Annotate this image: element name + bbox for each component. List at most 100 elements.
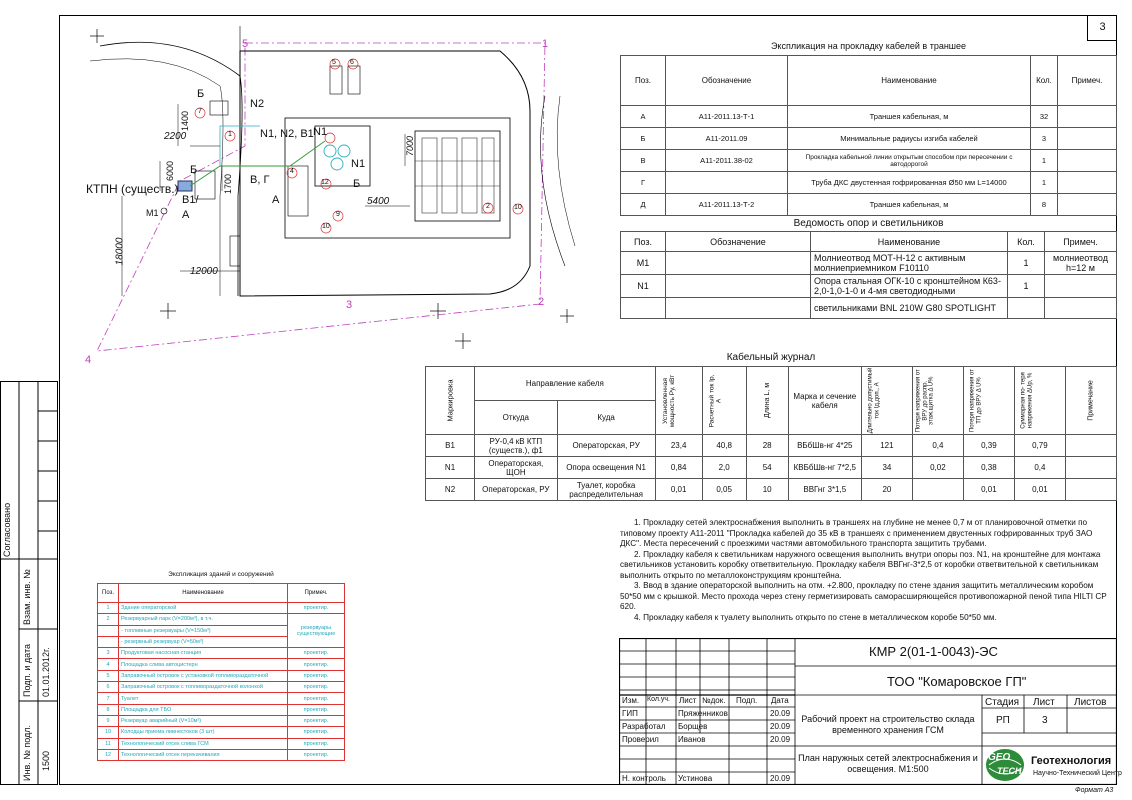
sheet-border [59, 15, 1117, 785]
supports-table: Поз. Обозначение Наименование Кол. Приме… [620, 231, 1117, 319]
company-name: ТОО "Комаровское ГП" [887, 674, 1027, 689]
label-a2: A [272, 194, 280, 206]
trench-table: Поз. Обозначение Наименование Кол. Приме… [620, 55, 1117, 216]
marker-4: 4 [290, 168, 294, 175]
name-dev: Борщев [678, 722, 708, 731]
col-doc: №док. [702, 696, 726, 705]
label-d: Б [190, 164, 198, 176]
date-nk: 20.09 [770, 774, 791, 783]
sheet-value: 3 [1042, 715, 1048, 726]
label-b-small: Б [353, 178, 361, 190]
point-5: 5 [242, 38, 249, 50]
site-plan [89, 26, 576, 352]
sign-date-label: Подп. и дата [22, 643, 32, 697]
th-name: Наименование [787, 55, 1031, 106]
globe-icon [986, 749, 1024, 781]
label-n1n2b1: N1, N2, B1 [260, 128, 314, 140]
note-4: 4. Прокладку кабеля к туалету выполнить … [634, 612, 997, 622]
col-izm: Изм. [622, 696, 640, 705]
note-2: 2. Прокладку кабеля к светильникам наруж… [620, 549, 1101, 580]
geotech-logo: GEO TECH [985, 748, 1025, 782]
sheets-header: Листов [1074, 697, 1107, 708]
point-3: 3 [346, 299, 353, 311]
name-nk: Устинова [678, 774, 713, 783]
dim-1400: 1400 [180, 110, 191, 132]
marker-7: 7 [198, 108, 202, 115]
stage-value: РП [996, 715, 1010, 726]
title-block: КМР 2(01-1-0043)-ЭС ТОО "Комаровское ГП"… [619, 638, 1122, 785]
sheet-title: План наружных сетей электроснабжения и о… [798, 753, 978, 774]
logo-geo: GEO [988, 752, 1011, 763]
label-vg: В, Г [250, 174, 270, 186]
th-qty: Кол. [1030, 55, 1058, 106]
marker-10: 10 [322, 223, 330, 230]
sheet-number-box: 3 [1087, 15, 1117, 41]
marker-2: 2 [486, 203, 490, 210]
marker-6: 6 [350, 59, 354, 66]
label-m1: M1 [146, 208, 159, 218]
trench-table-title: Экспликация на прокладку кабелей в транш… [770, 41, 967, 51]
buildings-table-title: Экспликация зданий и сооружений [168, 571, 274, 578]
label-b-top: Б [197, 88, 205, 100]
marker-5: 5 [332, 59, 336, 66]
cable-journal-table: Маркировка Направление кабеля Установлен… [424, 366, 1118, 501]
org-name: Геотехнология [1031, 755, 1112, 767]
col-date: Дата [771, 696, 789, 705]
label-ktpn: КТПН (существ.) [86, 182, 179, 196]
inv-orig-value: 1500 [41, 750, 51, 771]
col-kol: Кол.уч. [647, 696, 670, 703]
role-gip: ГИП [622, 709, 638, 718]
note-3: 3. Ввод в здание операторской выполнить … [620, 581, 1107, 611]
dim-7000: 7000 [405, 135, 416, 157]
plan-labels: N2 Б 1400 2200 N1, N2, B1 N1 6000 Б 1700… [60, 16, 620, 366]
dim-12000: 12000 [190, 266, 218, 277]
role-nk: Н. контроль [622, 774, 666, 783]
dim-1700: 1700 [223, 173, 234, 195]
label-n2: N2 [250, 98, 265, 110]
marker-9: 9 [336, 211, 340, 218]
inv-repl-label: Взам. инв. № [22, 569, 32, 625]
table-row: светильниками BNL 210W G80 SPOTLIGHT [620, 297, 1117, 319]
marker-1: 1 [228, 131, 232, 138]
dim-18000: 18000 [114, 237, 126, 266]
note-1: 1. Прокладку сетей электроснабжения выпо… [620, 518, 1093, 548]
supports-table-title: Ведомость опор и светильников [793, 218, 944, 229]
label-n1: N1 [313, 126, 328, 138]
dim-6000: 6000 [165, 160, 176, 182]
date-gip: 20.09 [770, 709, 791, 718]
label-a1: A [182, 209, 190, 221]
point-2: 2 [538, 296, 545, 308]
point-1: 1 [542, 38, 549, 50]
stage-header: Стадия [985, 697, 1020, 708]
date-check: 20.09 [770, 735, 791, 744]
th-pos: Поз. [620, 55, 666, 106]
inv-orig-label: Инв. № подл. [22, 724, 32, 781]
date-dev: 20.09 [770, 722, 791, 731]
name-gip: Пряженников [678, 709, 728, 718]
marker-10b: 10 [514, 204, 522, 211]
col-sign: Подп. [736, 696, 758, 705]
sign-date-value: 01.01.2012г. [41, 647, 51, 697]
point-4: 4 [85, 354, 92, 366]
col-list: Лист [679, 696, 697, 705]
role-check: Проверил [622, 735, 659, 744]
th-designation: Обозначение [665, 55, 788, 106]
name-check: Иванов [678, 735, 706, 744]
dim-2200: 2200 [164, 131, 187, 142]
